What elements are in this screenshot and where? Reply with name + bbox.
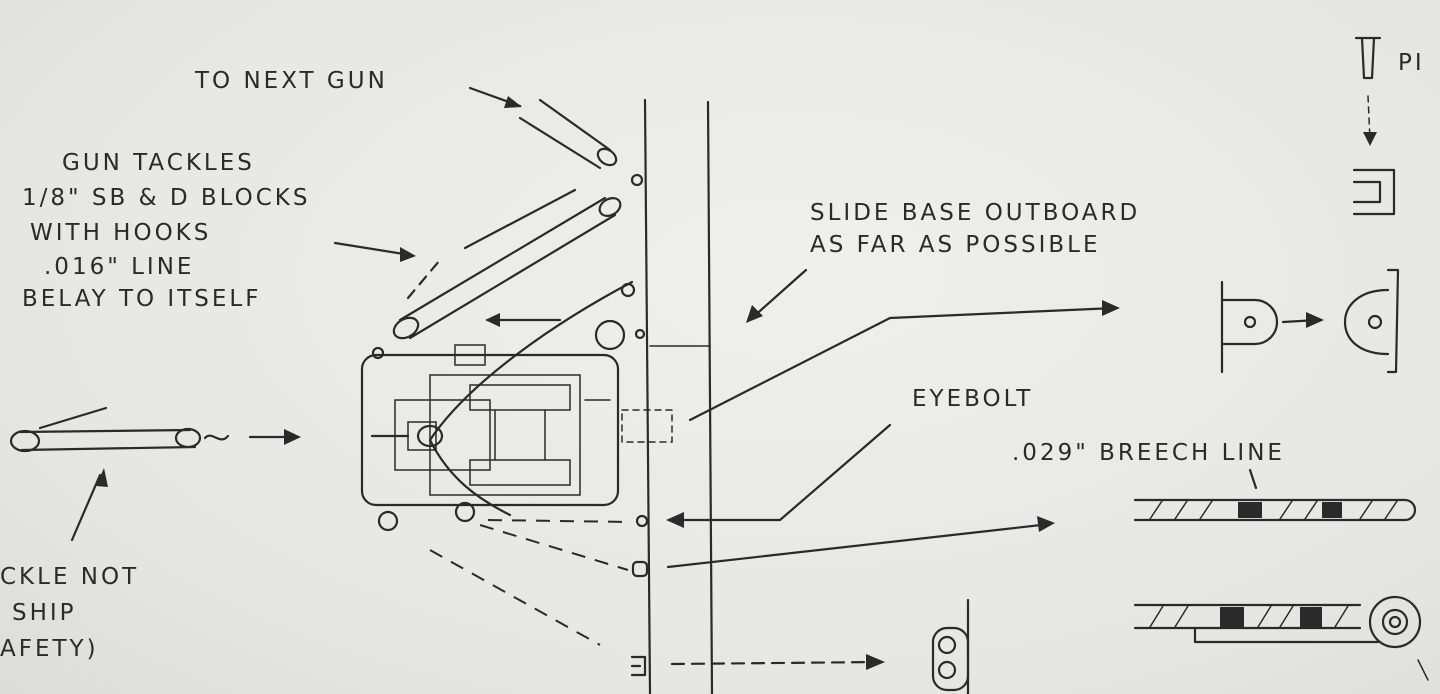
dash-line-3 (429, 549, 601, 646)
bulwark-outer-line (706, 100, 714, 694)
label-ship: SHIP (12, 600, 77, 626)
side-eyebolt-3 (630, 655, 647, 677)
eyebolt-plate-detail (1220, 268, 1400, 374)
label-breech-line: .029" BREECH LINE (1012, 440, 1285, 466)
gun-carriage (360, 280, 636, 532)
side-eyebolt-top (634, 328, 646, 340)
upper-tackle (468, 86, 644, 187)
double-eyebolt-detail (931, 598, 970, 694)
carriage-body (429, 374, 581, 496)
leader-lines (70, 268, 1258, 670)
dash-line-1 (487, 519, 633, 523)
breech-line-detail (1133, 498, 1417, 522)
dash-line-2 (479, 524, 629, 571)
bulwark-inner-line (643, 98, 652, 694)
slide-pivot-detail (621, 409, 673, 443)
label-pin: PI (1398, 50, 1425, 76)
pin-detail (1352, 36, 1396, 216)
label-slide-base: SLIDE BASE OUTBOARD (810, 200, 1140, 226)
label-tackle-note: CKLE NOT (0, 564, 139, 590)
left-tackle (9, 406, 301, 453)
gun-tackle (333, 188, 622, 340)
label-line-size: .016" LINE (44, 254, 194, 280)
side-eyebolt-1 (635, 514, 649, 528)
side-eyebolt-2 (631, 560, 649, 578)
label-to-next-gun: TO NEXT GUN (194, 68, 388, 94)
label-safety: AFETY) (0, 636, 99, 662)
label-blocks: 1/8" SB & D BLOCKS (22, 185, 310, 211)
label-eyebolt: EYEBOLT (912, 386, 1033, 412)
label-as-far: AS FAR AS POSSIBLE (810, 232, 1101, 258)
label-belay: BELAY TO ITSELF (22, 286, 261, 312)
label-with-hooks: WITH HOOKS (30, 220, 211, 246)
breech-eye-detail (1133, 595, 1429, 681)
label-gun-tackles: GUN TACKLES (62, 150, 255, 176)
